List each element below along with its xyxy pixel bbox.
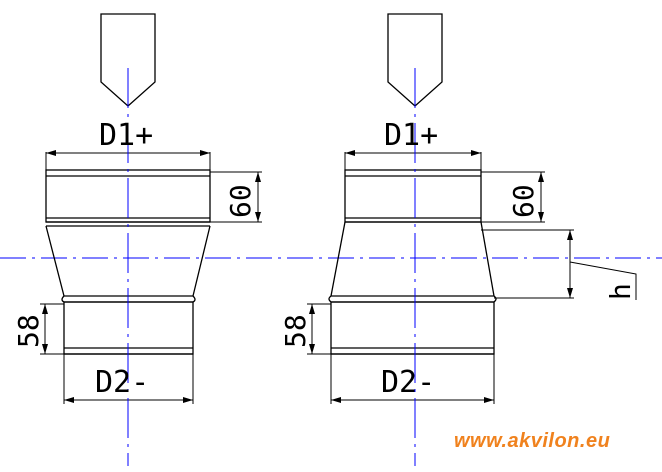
left-pointer-arrow: [100, 13, 156, 107]
right-bottom-cylinder: [330, 301, 495, 355]
website-link[interactable]: www.akvilon.eu: [454, 430, 611, 452]
left-d1-label: D1+: [99, 118, 153, 153]
left-60-label: 60: [224, 184, 257, 218]
right-h-label: h: [604, 283, 637, 300]
right-60-label: 60: [507, 184, 540, 218]
left-cone: [45, 225, 211, 297]
right-pointer-arrow: [387, 13, 443, 107]
left-d2-label: D2-: [95, 365, 149, 400]
left-58-label: 58: [12, 314, 45, 348]
right-d2-label: D2-: [381, 365, 435, 400]
h-leader-line: [569, 261, 637, 300]
right-cone: [330, 221, 495, 297]
right-58-label: 58: [279, 314, 312, 348]
right-d1-label: D1+: [384, 118, 438, 153]
right-reducer-figure: [307, 13, 637, 404]
right-top-cylinder: [344, 169, 482, 223]
